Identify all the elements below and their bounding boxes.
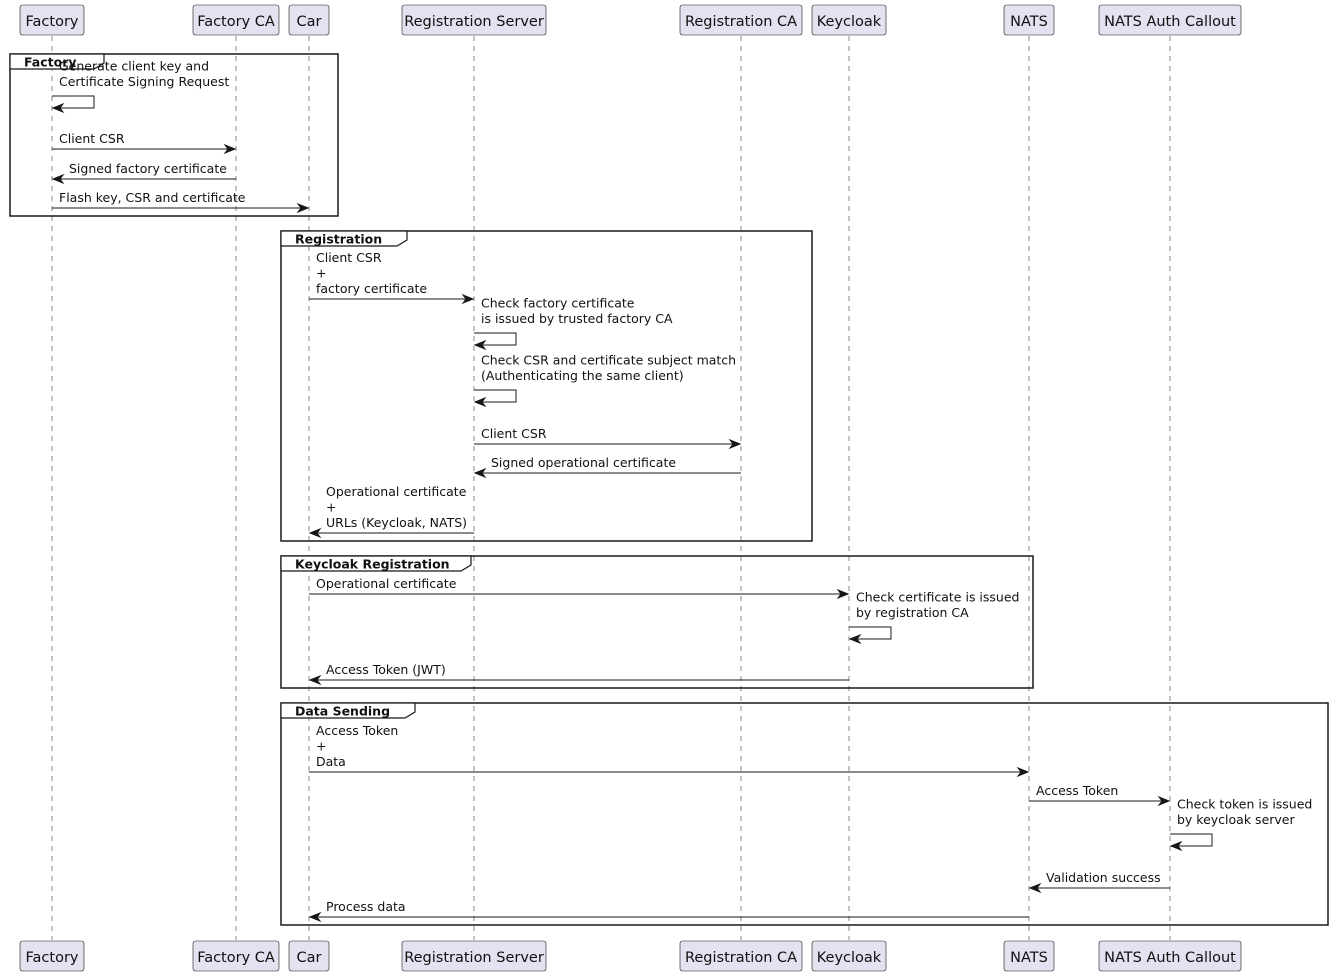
participant-label: NATS <box>1010 950 1048 966</box>
group-title: Registration <box>295 232 382 247</box>
message-5: Client CSR+factory certificate <box>309 250 475 305</box>
message-4: Flash key, CSR and certificate <box>52 190 310 214</box>
message-label: Flash key, CSR and certificate <box>59 190 246 205</box>
participant-factory-top: Factory <box>19 4 85 36</box>
participant-label: NATS <box>1010 14 1048 30</box>
message-label: Data <box>316 754 346 769</box>
message-7: Check CSR and certificate subject match(… <box>473 353 736 408</box>
participant-nats-auth-bottom: NATS Auth Callout <box>1098 940 1242 972</box>
participant-label: Factory <box>26 950 79 966</box>
group-title: Data Sending <box>295 704 390 719</box>
participant-label: Registration Server <box>404 950 544 966</box>
message-label: by registration CA <box>856 605 969 620</box>
participant-factory-bottom: Factory <box>19 940 85 972</box>
participant-nats-top: NATS <box>1003 4 1055 36</box>
participant-car-bottom: Car <box>288 940 330 972</box>
participant-factory-ca-bottom: Factory CA <box>192 940 280 972</box>
message-label: Operational certificate <box>316 576 457 591</box>
participant-label: Factory CA <box>197 14 275 30</box>
message-label: is issued by trusted factory CA <box>481 311 673 326</box>
participant-label: Registration Server <box>404 14 544 30</box>
participant-label: NATS Auth Callout <box>1104 14 1236 30</box>
message-label: Signed factory certificate <box>69 161 227 176</box>
participant-reg-ca-top: Registration CA <box>679 4 803 36</box>
participant-keycloak-top: Keycloak <box>811 4 887 36</box>
message-9: Signed operational certificate <box>473 455 741 479</box>
message-label: (Authenticating the same client) <box>481 368 684 383</box>
participant-label: Registration CA <box>685 14 797 30</box>
participant-label: Keycloak <box>817 950 882 966</box>
message-label: Generate client key and <box>59 59 209 74</box>
message-label: Certificate Signing Request <box>59 74 229 89</box>
message-label: + <box>316 739 326 754</box>
message-17: Validation success <box>1028 870 1170 894</box>
message-label: URLs (Keycloak, NATS) <box>326 515 467 530</box>
group-frame-keycloak-registration: Keycloak Registration <box>280 555 1034 689</box>
participant-label: Car <box>297 14 322 30</box>
participant-label: Registration CA <box>685 950 797 966</box>
participant-nats-auth-top: NATS Auth Callout <box>1098 4 1242 36</box>
message-14: Access Token+Data <box>309 723 1030 778</box>
message-label: Check certificate is issued <box>856 590 1019 605</box>
message-13: Access Token (JWT) <box>308 662 849 686</box>
message-label: factory certificate <box>316 281 427 296</box>
message-label: Check token is issued <box>1177 797 1312 812</box>
group-frame-data-sending: Data Sending <box>280 702 1329 926</box>
message-label: Access Token <box>316 723 398 738</box>
participant-reg-ca-bottom: Registration CA <box>679 940 803 972</box>
group-frame-registration: Registration <box>280 230 813 542</box>
message-11: Operational certificate <box>309 576 850 600</box>
message-label: + <box>316 266 326 281</box>
participant-nats-bottom: NATS <box>1003 940 1055 972</box>
message-label: Access Token <box>1036 783 1118 798</box>
message-label: Operational certificate <box>326 484 467 499</box>
message-label: Process data <box>326 899 406 914</box>
message-8: Client CSR <box>474 426 742 450</box>
participant-keycloak-bottom: Keycloak <box>811 940 887 972</box>
message-label: + <box>326 500 336 515</box>
group-title: Keycloak Registration <box>295 557 450 572</box>
message-label: Client CSR <box>59 131 125 146</box>
participant-reg-server-top: Registration Server <box>401 4 547 36</box>
participant-label: Car <box>297 950 322 966</box>
message-18: Process data <box>308 899 1029 923</box>
participant-car-top: Car <box>288 4 330 36</box>
participant-label: Factory <box>26 14 79 30</box>
message-label: by keycloak server <box>1177 812 1295 827</box>
participant-factory-ca-top: Factory CA <box>192 4 280 36</box>
participant-label: Factory CA <box>197 950 275 966</box>
message-label: Signed operational certificate <box>491 455 676 470</box>
participant-reg-server-bottom: Registration Server <box>401 940 547 972</box>
message-3: Signed factory certificate <box>51 161 236 185</box>
message-label: Client CSR <box>481 426 547 441</box>
message-15: Access Token <box>1029 783 1171 807</box>
message-label: Validation success <box>1046 870 1161 885</box>
group-frame-factory: Factory <box>9 53 339 217</box>
group-title: Factory <box>24 55 77 70</box>
message-label: Client CSR <box>316 250 382 265</box>
participant-label: Keycloak <box>817 14 882 30</box>
message-label: Check CSR and certificate subject match <box>481 353 736 368</box>
message-2: Client CSR <box>52 131 237 155</box>
message-10: Operational certificate+URLs (Keycloak, … <box>308 484 474 539</box>
participant-label: NATS Auth Callout <box>1104 950 1236 966</box>
message-label: Access Token (JWT) <box>326 662 446 677</box>
message-label: Check factory certificate <box>481 296 635 311</box>
lifelines <box>51 36 1171 940</box>
